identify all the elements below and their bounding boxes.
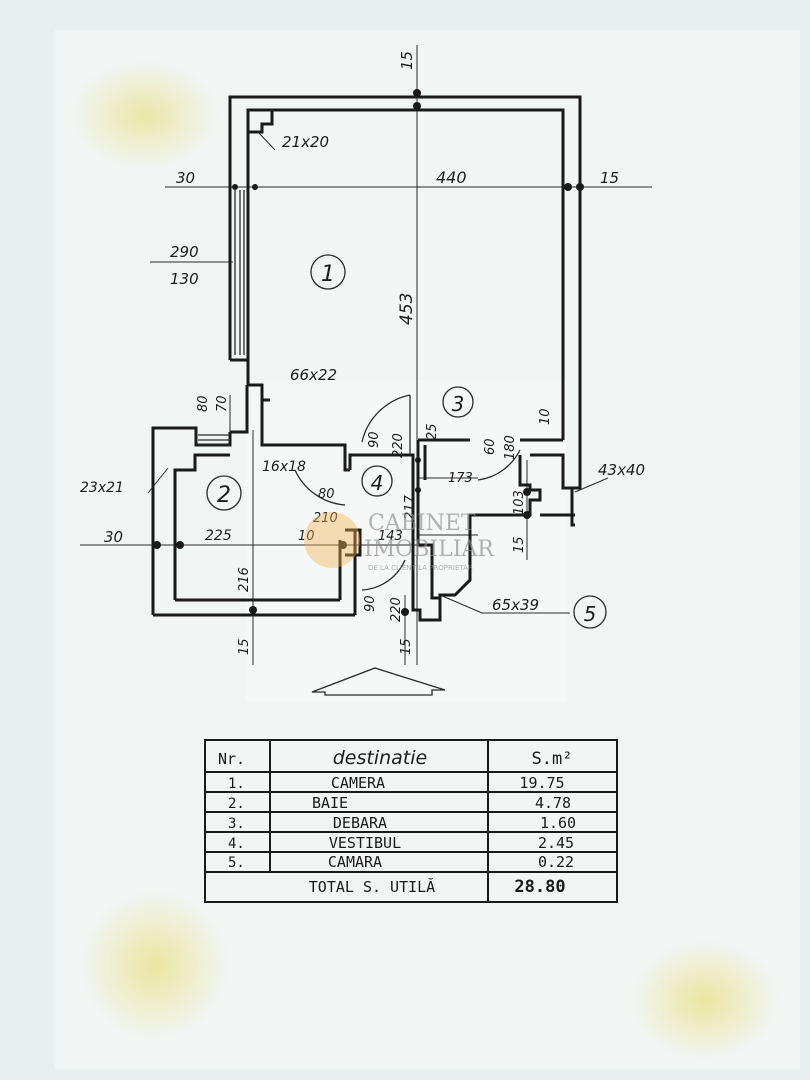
table-row-4-nr: 4. xyxy=(228,836,245,852)
dim-corner-d: 16x18 xyxy=(262,459,306,475)
dim-corner-b: 43x40 xyxy=(598,461,645,479)
table-row-2-nr: 2. xyxy=(228,796,245,812)
table-row-4-name: VESTIBUL xyxy=(329,834,401,852)
table-total-label: TOTAL S. UTILĂ xyxy=(309,877,435,896)
dim-173: 173 xyxy=(448,471,473,486)
watermark-panel xyxy=(245,380,567,702)
room-3-number: 3 xyxy=(452,392,465,416)
dim-210: 210 xyxy=(313,511,338,526)
room-2-number: 2 xyxy=(217,483,231,508)
dim-door3-b: 180 xyxy=(503,435,518,460)
dim-10a: 10 xyxy=(538,408,553,425)
walls xyxy=(151,89,584,696)
room-4-number: 4 xyxy=(371,471,384,495)
dim-15b: 15 xyxy=(237,638,252,655)
watermark-line1: CABINET xyxy=(368,511,476,536)
dim-corner-c: 23x21 xyxy=(80,480,124,496)
dim-door3-a: 60 xyxy=(483,438,498,455)
dim-sill-a: 80 xyxy=(196,395,211,412)
dim-216: 216 xyxy=(237,567,252,592)
table-row-3-name: DEBARA xyxy=(333,814,387,832)
watermark-tagline: DE LA CLIENT LA PROPRIETAR xyxy=(368,564,473,572)
table-row-5-area: 0.22 xyxy=(538,853,574,871)
room-5-number: 5 xyxy=(584,602,597,626)
table-row-1-area: 19.75 xyxy=(519,774,564,792)
dim-143: 143 xyxy=(378,529,403,544)
watermark-logo: CABINET IMOBILIAR DE LA CLIENT LA PROPRI… xyxy=(304,511,495,572)
dim-door4-a: 90 xyxy=(367,431,382,448)
dim-right-wall: 15 xyxy=(600,169,619,187)
stain-top-left xyxy=(70,60,220,170)
table-row-2-area: 4.78 xyxy=(535,794,571,812)
table-row-2-name: BAIE xyxy=(312,794,348,812)
dim-door4-b: 220 xyxy=(391,433,406,458)
table-row-3-nr: 3. xyxy=(228,816,245,832)
table-row-1-name: CAMERA xyxy=(331,774,385,792)
dim-width-main: 440 xyxy=(436,168,467,187)
dim-25: 25 xyxy=(425,423,440,440)
dim-80: 80 xyxy=(318,487,335,502)
room-1-number: 1 xyxy=(321,262,335,287)
dim-15a: 15 xyxy=(512,536,527,553)
dimension-lines xyxy=(80,45,652,665)
table-row-5-name: CAMARA xyxy=(328,853,382,871)
dim-door5-a: 90 xyxy=(363,595,378,612)
dim-window-top: 290 xyxy=(170,243,199,261)
table-row-4-area: 2.45 xyxy=(538,834,574,852)
table-row-1-nr: 1. xyxy=(228,776,245,792)
dim-height-main: 453 xyxy=(397,293,417,325)
stain-bottom-left xyxy=(80,890,230,1040)
dim-door5-b: 220 xyxy=(389,597,404,622)
dim-10b: 10 xyxy=(298,529,315,544)
table-total-value: 28.80 xyxy=(514,877,565,897)
dim-103: 103 xyxy=(512,490,527,515)
dim-sill-b: 70 xyxy=(215,395,230,412)
stain-bottom-right xyxy=(630,940,780,1060)
table-row-5-nr: 5. xyxy=(228,855,245,871)
dim-corner-e: 65x39 xyxy=(492,596,539,614)
dim-top-wall: 15 xyxy=(398,51,416,70)
dim-window-bottom: 130 xyxy=(170,270,199,288)
dim-left-wall: 30 xyxy=(176,169,195,187)
watermark-emblem-icon xyxy=(304,512,360,568)
dimension-labels: 15 21x20 30 440 15 290 130 453 66x22 80 … xyxy=(80,51,645,655)
dim-left-wall-b: 30 xyxy=(104,528,123,546)
table-header-nr: Nr. xyxy=(218,750,245,768)
area-table: Nr. destinatie S.m² 1. CAMERA 19.75 2. B… xyxy=(204,739,618,903)
dim-corner-a: 21x20 xyxy=(282,133,329,151)
dim-217: 217 xyxy=(403,494,418,520)
dim-225: 225 xyxy=(205,528,232,544)
table-row-3-area: 1.60 xyxy=(540,814,576,832)
table-header-area: S.m² xyxy=(532,749,573,769)
watermark-line2: IMOBILIAR xyxy=(364,537,495,562)
table-header-destinatie: destinatie xyxy=(333,747,427,769)
room-markers: 1 2 3 4 5 xyxy=(206,254,607,629)
dim-niche: 66x22 xyxy=(290,366,337,384)
dim-15c: 15 xyxy=(399,638,414,655)
